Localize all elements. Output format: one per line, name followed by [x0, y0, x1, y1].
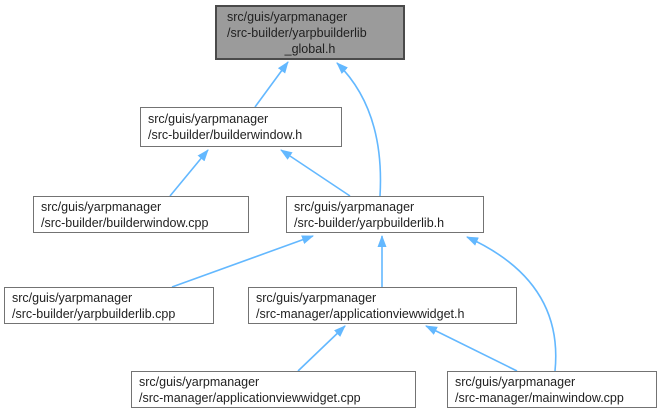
node-label-line: src/guis/yarpmanager [139, 374, 260, 389]
edge-yarpbuilderlib-cpp-to-yarpbuilderlib-h [171, 235, 314, 288]
node-label-line: src/guis/yarpmanager [41, 199, 162, 214]
edge-mainwindow-cpp-to-yarpbuilderlib-h [466, 236, 557, 372]
node-yarpbuilderlib-cpp[interactable]: src/guis/yarpmanager/src-builder/yarpbui… [4, 287, 214, 324]
node-label-line: /src-builder/builderwindow.cpp [41, 215, 209, 230]
node-label-line: /src-builder/builderwindow.h [148, 128, 303, 142]
node-label-line: _global.h [284, 41, 336, 56]
node-label-line: /src-builder/yarpbuilderlib.h [294, 215, 445, 230]
node-yarpbuilderlib-global-h: src/guis/yarpmanager/src-builder/yarpbui… [215, 5, 405, 60]
node-mainwindow-cpp[interactable]: src/guis/yarpmanager/src-manager/mainwin… [447, 371, 657, 408]
node-label-line: src/guis/yarpmanager [148, 112, 269, 126]
edge-mainwindow-cpp-to-applicationviewwidget-h [425, 325, 518, 372]
node-label-line: /src-manager/applicationviewwidget.h [256, 306, 465, 321]
edge-applicationviewwidget-cpp-to-applicationviewwidget-h [297, 325, 346, 372]
node-yarpbuilderlib-h[interactable]: src/guis/yarpmanager/src-builder/yarpbui… [286, 196, 484, 233]
node-label-line: src/guis/yarpmanager [12, 290, 133, 305]
node-applicationviewwidget-h[interactable]: src/guis/yarpmanager/src-manager/applica… [248, 287, 517, 324]
node-label-line: /src-manager/mainwindow.cpp [455, 390, 624, 405]
node-label-line: /src-builder/yarpbuilderlib [227, 25, 367, 40]
node-applicationviewwidget-cpp[interactable]: src/guis/yarpmanager/src-manager/applica… [131, 371, 416, 408]
node-label-line: src/guis/yarpmanager [227, 9, 348, 24]
node-label-line: /src-manager/applicationviewwidget.cpp [139, 390, 361, 405]
edge-builderwindow-cpp-to-builderwindow-h [169, 149, 209, 197]
edge-yarpbuilderlib-h-to-yarpbuilderlib-global-h [336, 62, 382, 197]
node-builderwindow-cpp[interactable]: src/guis/yarpmanager/src-builder/builder… [33, 196, 249, 233]
node-label-line: src/guis/yarpmanager [455, 374, 576, 389]
node-label-line: /src-builder/yarpbuilderlib.cpp [12, 306, 176, 321]
node-builderwindow-h[interactable]: src/guis/yarpmanager/src-builder/builder… [140, 107, 342, 147]
edge-yarpbuilderlib-h-to-builderwindow-h [280, 149, 351, 197]
edge-builderwindow-h-to-yarpbuilderlib-global-h [254, 61, 289, 108]
node-label-line: src/guis/yarpmanager [256, 290, 377, 305]
node-label-line: src/guis/yarpmanager [294, 199, 415, 214]
